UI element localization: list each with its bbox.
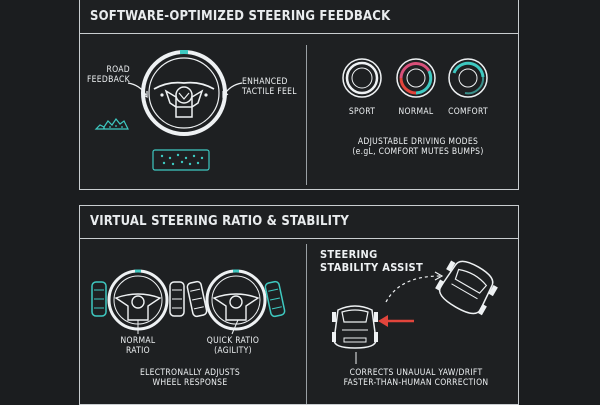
adjusts-caption-line: ELECTRONALLY ADJUSTS — [139, 368, 241, 378]
comfort-mode-label: COMFORT — [448, 107, 488, 117]
normal-mode-label: NORMAL — [398, 107, 434, 117]
correction-arrow-icon — [378, 315, 414, 327]
sport-dial-icon — [342, 58, 382, 98]
stability-title-line: STEERING — [320, 248, 378, 261]
divider — [306, 244, 307, 404]
drifting-car-icon — [435, 260, 498, 316]
modes-caption-line: ADJUSTABLE DRIVING MODES — [357, 137, 479, 147]
corrected-car-icon — [332, 305, 378, 349]
stability-title-line: STABILITY ASSIST — [320, 261, 424, 274]
modes-caption-line: (e.gL, COMFORT MUTES BUMPS) — [352, 147, 484, 157]
quick-ratio-line: QUICK RATIO — [206, 336, 260, 346]
divider — [306, 45, 307, 185]
enhanced-feel-line: ENHANCED — [242, 77, 288, 87]
road-feedback-line: FEEDBACK — [86, 75, 130, 85]
road-feedback-line: ROAD — [106, 65, 130, 75]
corrects-caption-line: FASTER-THAN-HUMAN CORRECTION — [343, 378, 489, 388]
vibration-pad-icon — [152, 149, 210, 171]
enhanced-feel-line: TACTILE FEEL — [242, 87, 297, 97]
trajectory-arrow-icon — [385, 271, 444, 303]
normal-ratio-line: RATIO — [126, 346, 150, 356]
tactile-arrow-icon — [222, 82, 243, 99]
comfort-dial-icon — [448, 58, 488, 98]
feedback-arrow-icon — [127, 82, 148, 99]
sport-mode-label: SPORT — [348, 107, 376, 117]
adjusts-caption-line: WHEEL RESPONSE — [152, 378, 228, 388]
panel-header: VIRTUAL STEERING RATIO & STABILITY — [80, 206, 518, 239]
steering-wheel-icon — [141, 50, 227, 136]
adjusts-caption: ELECTRONALLY ADJUSTS WHEEL RESPONSE — [120, 368, 260, 388]
stability-assist-title: STEERING STABILITY ASSIST — [320, 248, 423, 274]
normal-ratio-line: NORMAL — [120, 336, 156, 346]
steering-ratio-panel: VIRTUAL STEERING RATIO & STABILITY — [79, 205, 519, 405]
quick-ratio-label: QUICK RATIO (AGILITY) — [198, 336, 268, 356]
quick-ratio-wheel-icon — [186, 269, 286, 331]
quick-ratio-line: (AGILITY) — [214, 346, 252, 356]
corrects-caption: CORRECTS UNAUUAL YAW/DRIFT FASTER-THAN-H… — [316, 368, 516, 388]
caption-pointer-line — [355, 352, 357, 364]
normal-ratio-label: NORMAL RATIO — [108, 336, 168, 356]
steering-feedback-panel: SOFTWARE-OPTIMIZED STEERING FEEDBACK ROA… — [79, 0, 519, 190]
road-feedback-label: ROAD FEEDBACK — [82, 65, 130, 85]
section-title: VIRTUAL STEERING RATIO & STABILITY — [90, 214, 350, 229]
section-title: SOFTWARE-OPTIMIZED STEERING FEEDBACK — [90, 9, 391, 24]
enhanced-feel-label: ENHANCED TACTILE FEEL — [242, 77, 306, 97]
modes-caption: ADJUSTABLE DRIVING MODES (e.gL, COMFORT … — [320, 137, 516, 157]
corrects-caption-line: CORRECTS UNAUUAL YAW/DRIFT — [349, 368, 483, 378]
panel-header: SOFTWARE-OPTIMIZED STEERING FEEDBACK — [80, 1, 518, 34]
normal-dial-icon — [396, 58, 436, 98]
road-bumps-icon — [94, 117, 129, 130]
ratio-pointer-lines — [137, 319, 239, 335]
